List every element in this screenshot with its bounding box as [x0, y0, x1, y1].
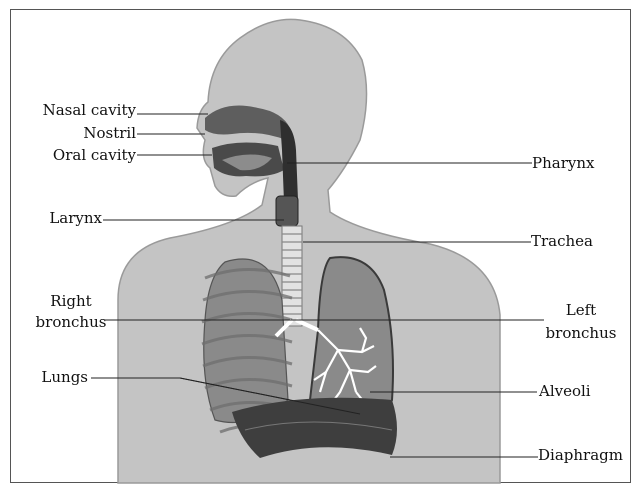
label-pharynx: Pharynx — [532, 155, 594, 172]
label-right-bronchus-line2: bronchus — [22, 314, 120, 331]
label-left-bronchus-line2: bronchus — [536, 325, 626, 342]
label-right-bronchus-line1: Right — [22, 293, 120, 310]
label-alveoli: Alveoli — [539, 383, 591, 400]
label-nostril: Nostril — [83, 125, 136, 142]
larynx-shape — [276, 196, 298, 226]
label-lungs: Lungs — [41, 369, 88, 386]
label-oral-cavity: Oral cavity — [53, 147, 136, 164]
label-trachea: Trachea — [531, 233, 593, 250]
label-larynx: Larynx — [49, 210, 102, 227]
label-nasal-cavity: Nasal cavity — [43, 102, 136, 119]
label-left-bronchus-line1: Left — [536, 302, 626, 319]
label-diaphragm: Diaphragm — [538, 447, 623, 464]
